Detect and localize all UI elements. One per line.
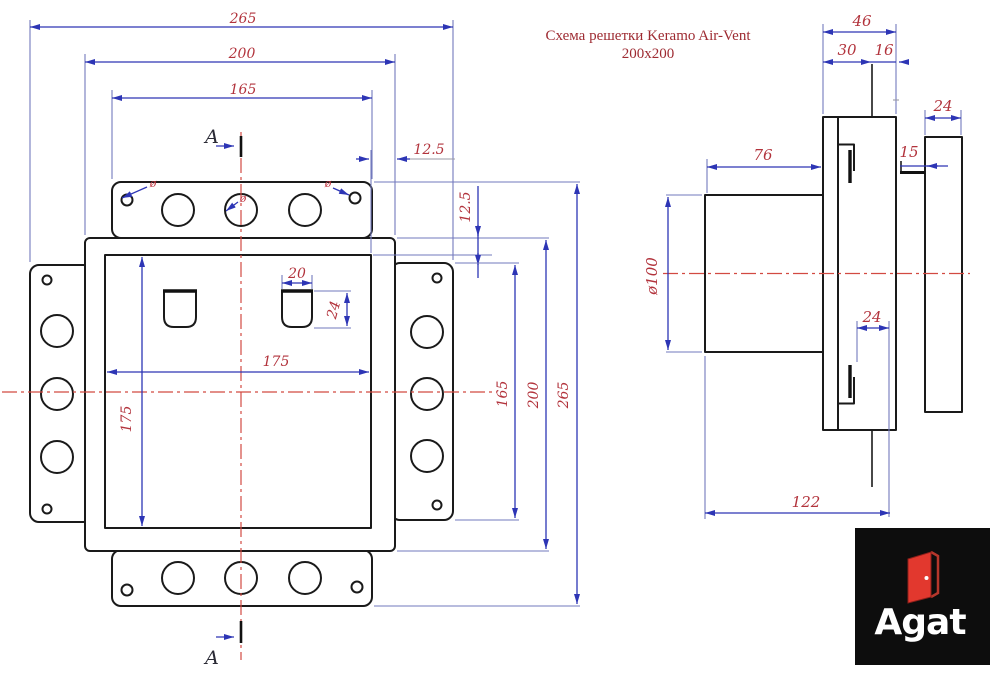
- section-label-bottom: A: [203, 647, 219, 669]
- vent-hole: [40, 314, 74, 348]
- screw-hole: [350, 580, 364, 594]
- svg-text:16: 16: [874, 41, 894, 59]
- dim-duct-length: 76: [706, 146, 821, 193]
- side-view: 46 30 16 76 ø100 24: [643, 12, 970, 519]
- clip-right: [281, 289, 313, 328]
- dim-overall-length: 122: [704, 356, 890, 519]
- dim-clip-width: 20: [281, 266, 313, 289]
- dim-body-width: 200: [84, 46, 396, 235]
- dim-flange-width: 165: [111, 82, 373, 179]
- cover-plate: [924, 136, 963, 413]
- svg-text:24: 24: [324, 299, 344, 321]
- vent-hole: [161, 561, 195, 595]
- dim-gap: 15: [899, 143, 948, 169]
- svg-text:ø: ø: [239, 192, 247, 205]
- screw-hole: [431, 272, 443, 284]
- svg-text:24: 24: [932, 97, 952, 115]
- logo-text: Agat: [874, 602, 966, 643]
- dim-inset-horizontal: 12.5: [356, 142, 455, 253]
- dim-total-depth: 46: [822, 12, 897, 114]
- dim-inner-width: 175: [107, 354, 369, 375]
- dim-cover-width: 24: [924, 97, 962, 135]
- title-line1: Схема решетки Keramo Air-Vent: [546, 28, 752, 44]
- front-view: A A 265 200 165: [2, 11, 580, 669]
- vent-hole: [410, 377, 444, 411]
- screw-hole: [41, 503, 53, 515]
- side-clip-top: [839, 143, 855, 183]
- svg-text:165: 165: [230, 82, 257, 98]
- vent-hole: [161, 193, 195, 227]
- svg-text:24: 24: [861, 308, 881, 326]
- screw-hole: [41, 274, 53, 286]
- vent-hole: [40, 440, 74, 474]
- svg-text:ø: ø: [324, 177, 332, 190]
- left-flange-holes: [40, 274, 74, 515]
- vent-hole: [40, 377, 74, 411]
- section-marker-bottom: A: [203, 621, 243, 669]
- svg-text:175: 175: [119, 406, 135, 433]
- svg-text:76: 76: [753, 146, 773, 164]
- svg-text:12.5: 12.5: [458, 191, 474, 222]
- svg-text:ø: ø: [149, 177, 157, 190]
- vent-hole: [410, 439, 444, 473]
- side-clip-bottom: [839, 365, 855, 405]
- door-icon: [907, 550, 940, 604]
- svg-text:265: 265: [229, 11, 257, 27]
- svg-text:165: 165: [495, 381, 511, 408]
- logo-block: Agat: [855, 528, 990, 665]
- dim-flange-height: 165: [455, 262, 519, 521]
- leader-hole-left: ø: [121, 177, 157, 199]
- svg-text:15: 15: [899, 143, 918, 161]
- vent-hole: [288, 561, 322, 595]
- title-line2: 200x200: [622, 46, 675, 62]
- svg-text:175: 175: [263, 354, 290, 370]
- dim-inset-vertical: 12.5: [373, 186, 549, 278]
- screw-hole: [431, 499, 443, 511]
- dim-duct-diameter: ø100: [643, 194, 702, 353]
- dim-inner-height: 175: [119, 257, 145, 526]
- dim-clip-offset: 24: [856, 308, 890, 517]
- svg-text:46: 46: [851, 12, 872, 30]
- vent-hole: [410, 315, 444, 349]
- section-label-top: A: [203, 126, 219, 148]
- svg-text:20: 20: [287, 266, 306, 282]
- vent-hole: [288, 193, 322, 227]
- dim-box-depth: 30: [823, 41, 871, 65]
- front-centerlines: [2, 132, 497, 660]
- dim-front-depth: 16: [871, 41, 909, 101]
- svg-text:200: 200: [228, 46, 256, 62]
- svg-text:ø100: ø100: [643, 257, 661, 296]
- dim-body-height: 200: [397, 240, 549, 552]
- right-flange-holes: [410, 272, 444, 511]
- svg-text:122: 122: [792, 493, 821, 511]
- clip-left: [163, 289, 197, 328]
- svg-text:12.5: 12.5: [413, 142, 444, 158]
- section-marker-top: A: [203, 126, 243, 157]
- screw-hole: [120, 583, 134, 597]
- screw-hole: [348, 191, 362, 205]
- dim-overall-width: 265: [29, 11, 454, 262]
- svg-text:200: 200: [526, 382, 542, 410]
- drawing-title: Схема решетки Keramo Air-Vent 200x200: [546, 28, 752, 62]
- svg-text:30: 30: [837, 41, 857, 59]
- leader-hole-center: ø: [225, 192, 247, 212]
- dim-overall-height: 265: [374, 181, 580, 607]
- svg-text:265: 265: [556, 382, 572, 410]
- side-step: [900, 161, 925, 174]
- leader-hole-right: ø: [324, 177, 350, 196]
- dim-clip-height: 24: [314, 290, 351, 329]
